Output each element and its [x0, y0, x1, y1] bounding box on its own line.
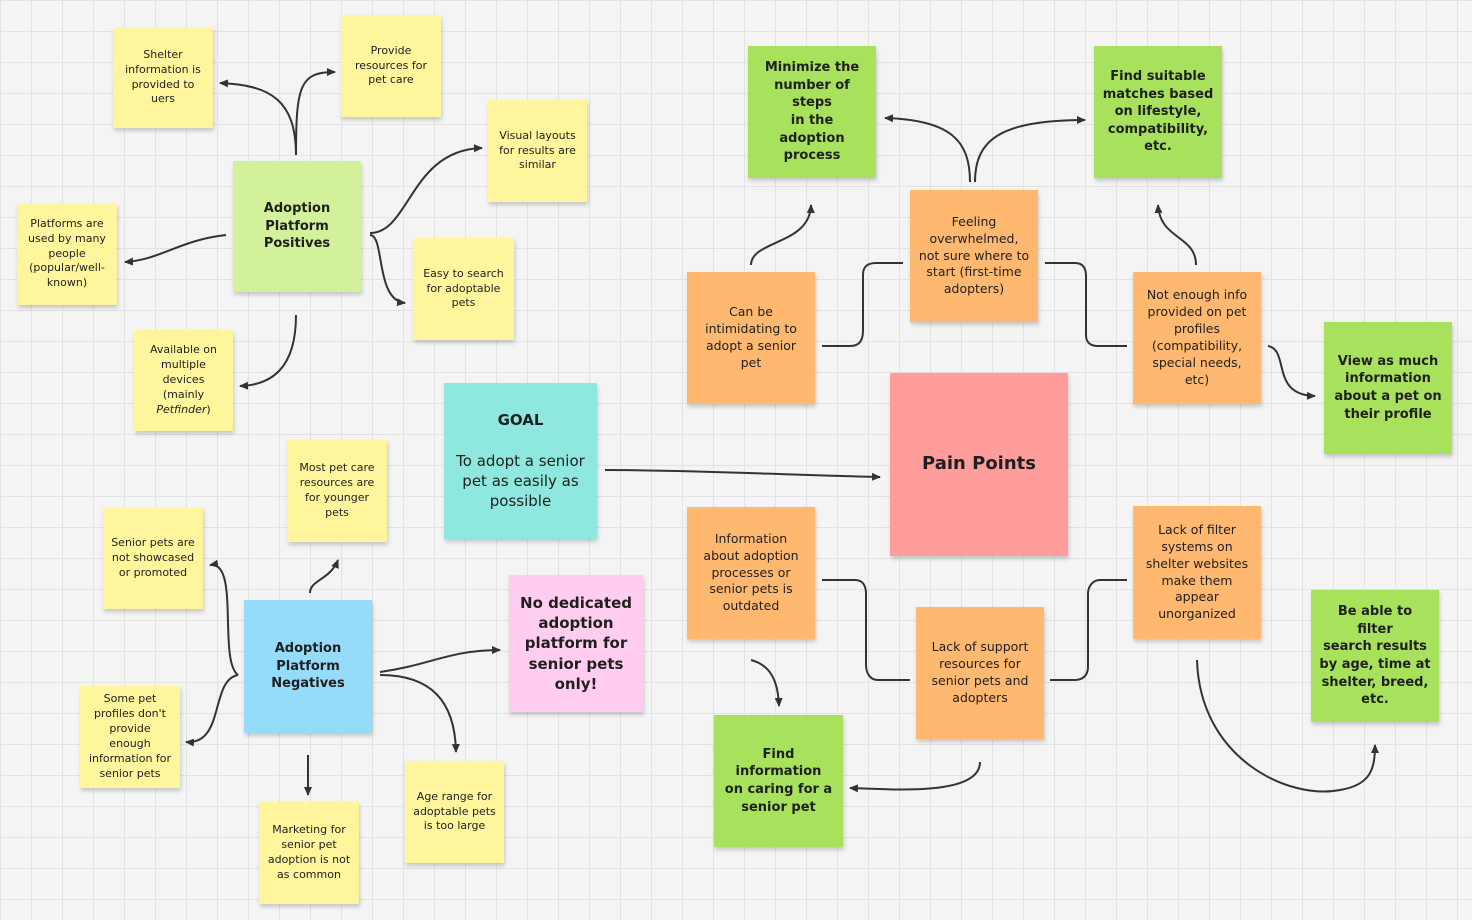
note-most-pet-care[interactable]: Most pet care resources are for younger …	[287, 440, 387, 542]
note-text: No dedicated adoption platform for senio…	[520, 593, 632, 693]
goal-title: GOAL	[497, 411, 544, 430]
note-pain-points[interactable]: Pain Points	[890, 373, 1068, 556]
note-text: Lack of filter systems on shelter websit…	[1145, 521, 1249, 622]
note-goal[interactable]: GOAL To adopt a senior pet as easily as …	[444, 383, 597, 539]
arrow-not-enough-to-view-info	[1267, 345, 1316, 400]
note-find-caring-info[interactable]: Find information on caring for a senior …	[714, 715, 843, 847]
arrow-positives-to-shelter-info	[219, 79, 297, 156]
note-text: Find suitable matches based on lifestyle…	[1102, 69, 1214, 155]
goal-content: GOAL To adopt a senior pet as easily as …	[452, 390, 589, 532]
note-shelter-info[interactable]: Shelter information is provided to uers	[113, 27, 213, 128]
arrow-lack-support-to-find-info	[849, 761, 981, 793]
note-text: Lack of support resources for senior pet…	[931, 639, 1029, 705]
note-overwhelmed[interactable]: Feeling overwhelmed, not sure where to s…	[910, 190, 1038, 322]
note-find-matches[interactable]: Find suitable matches based on lifestyle…	[1094, 46, 1222, 178]
note-text: Marketing for senior pet adoption is not…	[267, 823, 351, 881]
arrow-overwhelmed-to-minimize	[884, 114, 971, 183]
note-text: Senior pets are not showcased or promote…	[111, 536, 195, 579]
note-text: Shelter information is provided to uers	[125, 47, 201, 106]
note-text: Most pet care resources are for younger …	[299, 461, 375, 519]
arrow-overwhelmed-to-find-matches	[974, 116, 1086, 183]
note-text: Provide resources for pet care	[355, 43, 427, 87]
note-easy-search[interactable]: Easy to search for adoptable pets	[413, 238, 514, 340]
note-age-range[interactable]: Age range for adoptable pets is too larg…	[405, 761, 504, 863]
note-text: Platforms are used by many people (popul…	[28, 216, 106, 290]
arrow-positives-to-easy-search	[369, 234, 406, 307]
note-text: Feeling overwhelmed, not sure where to s…	[918, 213, 1030, 297]
arrow-not-enough-to-find-matches	[1154, 204, 1197, 266]
arrow-negatives-to-most-care	[309, 559, 339, 594]
note-not-enough-info[interactable]: Not enough info provided on pet profiles…	[1133, 272, 1261, 404]
note-text: Minimize the number of steps in the adop…	[764, 60, 860, 164]
note-view-info[interactable]: View as much information about a pet on …	[1324, 322, 1452, 454]
arrow-intimidating-to-overwhelmed	[822, 262, 903, 347]
note-pet-care-resources[interactable]: Provide resources for pet care	[341, 15, 441, 117]
note-some-profiles[interactable]: Some pet profiles don't provide enough i…	[80, 686, 180, 788]
note-text: Not enough info provided on pet profiles…	[1146, 287, 1248, 387]
note-senior-not-showcased[interactable]: Senior pets are not showcased or promote…	[103, 508, 203, 609]
note-text: Be able to filter search results by age,…	[1319, 604, 1431, 708]
arrow-negatives-to-no-dedicated	[379, 646, 501, 673]
note-text: Visual layouts for results are similar	[499, 128, 576, 172]
note-text: View as much information about a pet on …	[1334, 353, 1442, 422]
note-filter-results[interactable]: Be able to filter search results by age,…	[1311, 590, 1439, 722]
note-text: Pain Points	[922, 453, 1036, 475]
note-text: Find information on caring for a senior …	[724, 746, 833, 815]
note-minimize-steps[interactable]: Minimize the number of steps in the adop…	[748, 46, 876, 178]
note-no-dedicated-platform[interactable]: No dedicated adoption platform for senio…	[509, 575, 643, 712]
note-text: Available on multiple devices (mainly Pe…	[142, 343, 225, 417]
note-text: Easy to search for adoptable pets	[423, 266, 504, 310]
arrow-intimidating-to-minimize	[750, 204, 815, 266]
note-adoption-platform-negatives[interactable]: Adoption Platform Negatives	[244, 600, 372, 733]
goal-text: To adopt a senior pet as easily as possi…	[456, 451, 585, 511]
note-text-main: Available on multiple devices (mainly	[150, 343, 217, 401]
note-text: Adoption Platform Positives	[263, 201, 331, 252]
note-text-suffix: )	[206, 402, 211, 416]
arrow-outdated-to-lack-support	[822, 579, 910, 681]
note-text-italic: Petfinder	[156, 402, 207, 416]
arrow-positives-to-devices	[239, 314, 297, 390]
note-intimidating[interactable]: Can be intimidating to adopt a senior pe…	[687, 272, 815, 404]
arrow-negatives-to-age-range	[379, 674, 460, 753]
note-text: Adoption Platform Negatives	[271, 641, 345, 692]
note-lack-support[interactable]: Lack of support resources for senior pet…	[916, 607, 1044, 739]
note-marketing[interactable]: Marketing for senior pet adoption is not…	[259, 802, 359, 904]
arrow-negatives-to-senior-showcased	[209, 559, 239, 676]
arrow-negatives-to-some-profiles	[185, 674, 239, 747]
note-text: Age range for adoptable pets is too larg…	[413, 789, 496, 833]
arrow-positives-to-pet-care	[295, 68, 336, 156]
note-outdated-info[interactable]: Information about adoption processes or …	[687, 507, 815, 639]
note-visual-layouts[interactable]: Visual layouts for results are similar	[488, 100, 587, 202]
note-text: Information about adoption processes or …	[703, 530, 799, 614]
arrow-goal-to-pain-points	[604, 469, 881, 481]
note-adoption-platform-positives[interactable]: Adoption Platform Positives	[233, 161, 361, 292]
arrow-positives-to-platforms-used	[124, 234, 227, 266]
note-text: Some pet profiles don't provide enough i…	[88, 692, 172, 780]
note-multiple-devices[interactable]: Available on multiple devices (mainly Pe…	[134, 330, 233, 431]
arrow-lack-support-to-filter	[1050, 579, 1127, 681]
note-platforms-used[interactable]: Platforms are used by many people (popul…	[17, 203, 117, 305]
arrow-overwhelmed-to-not-enough	[1045, 262, 1127, 347]
note-text: Can be intimidating to adopt a senior pe…	[705, 304, 797, 370]
arrow-outdated-to-find-info	[750, 659, 783, 707]
note-lack-filter[interactable]: Lack of filter systems on shelter websit…	[1133, 506, 1261, 639]
arrow-positives-to-visual-layouts	[369, 144, 483, 234]
